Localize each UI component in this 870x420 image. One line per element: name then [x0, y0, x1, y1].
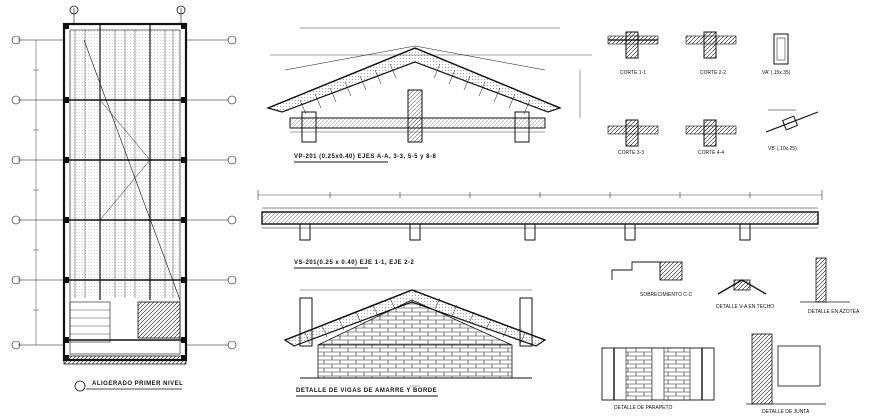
- sobrecimiento-label: SOBRECIMIENTO C-C: [640, 292, 693, 298]
- section-details: [607, 31, 819, 147]
- corte-2-label: CORTE 2-2: [700, 70, 727, 76]
- detalle-v-label: DETALLE V-A EN TECHO: [716, 304, 775, 310]
- detalle-junta-label: DETALLE DE JUNTA: [762, 409, 810, 415]
- plan-title: ALIGERADO PRIMER NIVEL: [92, 381, 184, 387]
- vigas-title: DETALLE DE VIGAS DE AMARRE Y BORDE: [296, 388, 438, 394]
- va-label: VA' (.15x.35): [762, 70, 791, 76]
- vs201-title: VS-201(0.25 x 0.40) EJE 1-1, EJE 2-2: [294, 260, 415, 266]
- detalle-parapeto-label: DETALLE DE PARAPETO: [614, 405, 673, 411]
- beam-vs201: [257, 190, 823, 269]
- misc-details: [601, 257, 850, 405]
- corte-4-label: CORTE 4-4: [698, 150, 725, 156]
- detalle-azotea-label: DETALLE EN AZOTEA: [808, 309, 860, 315]
- corte-1-label: CORTE 1-1: [620, 70, 647, 76]
- truss-vp201: [266, 27, 592, 163]
- vb-label: VB' (.10x.25): [768, 146, 797, 152]
- gable-wall: [283, 289, 547, 397]
- vp201-title: VP-201 (0.25x0.40) EJES A-A, 3-3, 5-5 y …: [294, 154, 437, 160]
- floor-plan: [11, 5, 237, 392]
- corte-3-label: CORTE 3-3: [618, 150, 645, 156]
